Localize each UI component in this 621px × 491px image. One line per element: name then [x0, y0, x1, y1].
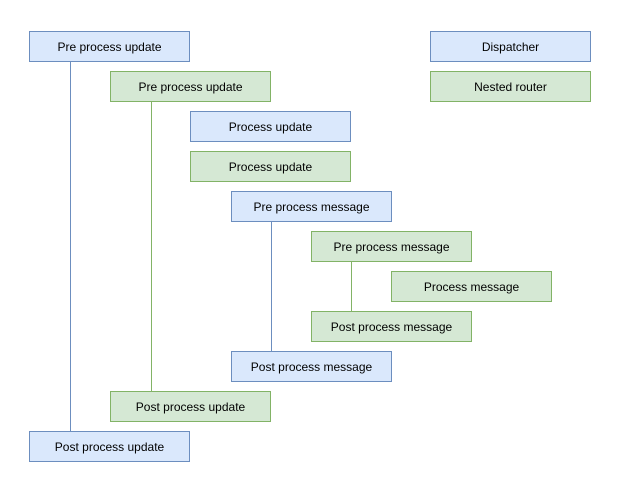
legend-item-label: Nested router	[474, 79, 547, 94]
node-box[interactable]: Process update	[190, 151, 351, 182]
node-label: Pre process message	[253, 199, 370, 214]
node-box[interactable]: Post process message	[231, 351, 392, 382]
connector-n2-to-n10	[151, 102, 152, 391]
node-label: Post process message	[250, 359, 373, 374]
connector-n6-to-n8	[351, 262, 352, 311]
node-box[interactable]: Pre process update	[110, 71, 271, 102]
node-box[interactable]: Process message	[391, 271, 552, 302]
connector-n5-to-n9	[271, 222, 272, 351]
node-box[interactable]: Pre process message	[231, 191, 392, 222]
node-box[interactable]: Post process update	[110, 391, 271, 422]
node-label: Process message	[423, 279, 520, 294]
node-label: Pre process message	[333, 239, 450, 254]
node-box[interactable]: Process update	[190, 111, 351, 142]
node-box[interactable]: Pre process update	[29, 31, 190, 62]
node-label: Post process update	[54, 439, 165, 454]
node-label: Pre process update	[57, 39, 162, 54]
node-label: Post process update	[135, 399, 246, 414]
node-label: Post process message	[330, 319, 453, 334]
node-label: Process update	[228, 119, 313, 134]
connector-n1-to-n11	[70, 62, 71, 431]
node-label: Process update	[228, 159, 313, 174]
node-label: Pre process update	[138, 79, 243, 94]
node-box[interactable]: Pre process message	[311, 231, 472, 262]
legend-item-label: Dispatcher	[481, 39, 540, 54]
node-box[interactable]: Post process update	[29, 431, 190, 462]
legend-item-dispatcher[interactable]: Dispatcher	[430, 31, 591, 62]
legend-item-nested-router[interactable]: Nested router	[430, 71, 591, 102]
node-box[interactable]: Post process message	[311, 311, 472, 342]
